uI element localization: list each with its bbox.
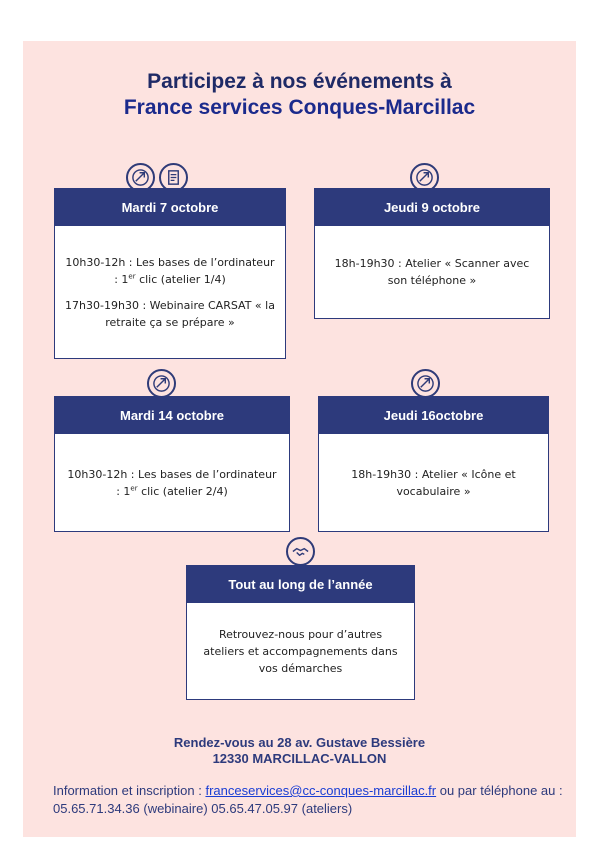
document-icon	[159, 163, 188, 192]
event-heading: Mardi 7 octobre	[54, 188, 286, 226]
contact-info: Information et inscription : franceservi…	[53, 782, 563, 818]
event-description: Retrouvez-nous pour d’autres ateliers et…	[186, 603, 415, 700]
computer-icon	[411, 369, 440, 398]
title-line-2: France services Conques-Marcillac	[123, 96, 476, 119]
event-heading: Mardi 14 octobre	[54, 396, 290, 434]
event-heading: Jeudi 9 octobre	[314, 188, 550, 226]
event-description: 18h-19h30 : Atelier « Icône et vocabulai…	[318, 434, 549, 532]
title-line-1: Participez à nos événements à	[147, 70, 452, 93]
event-line: 18h-19h30 : Atelier « Icône et vocabulai…	[351, 467, 516, 498]
event-card-toute-annee: Tout au long de l’année Retrouvez-nous p…	[186, 565, 415, 700]
event-line: 10h30-12h : Les bases de l’ordinateur : …	[67, 467, 277, 498]
event-description: 10h30-12h : Les bases de l’ordinateur : …	[54, 434, 290, 532]
event-line: 17h30-19h30 : Webinaire CARSAT « la retr…	[65, 298, 275, 329]
event-card-mardi-7: Mardi 7 octobre 10h30-12h : Les bases de…	[54, 188, 286, 359]
handshake-icon	[286, 537, 315, 566]
poster: Participez à nos événements à France ser…	[23, 41, 576, 837]
event-heading: Jeudi 16octobre	[318, 396, 549, 434]
event-card-mardi-14: Mardi 14 octobre 10h30-12h : Les bases d…	[54, 396, 290, 532]
info-prefix: Information et inscription :	[53, 783, 206, 798]
event-line: Retrouvez-nous pour d’autres ateliers et…	[203, 627, 398, 675]
address-block: Rendez-vous au 28 av. Gustave Bessière 1…	[23, 735, 576, 767]
computer-icon	[126, 163, 155, 192]
info-suffix: ou par téléphone au : 05.65.71.34.36 (we…	[53, 783, 563, 816]
computer-icon	[147, 369, 176, 398]
event-line: 10h30-12h : Les bases de l’ordinateur : …	[65, 255, 275, 286]
event-card-jeudi-9: Jeudi 9 octobre 18h-19h30 : Atelier « Sc…	[314, 188, 550, 319]
event-heading: Tout au long de l’année	[186, 565, 415, 603]
event-line: 18h-19h30 : Atelier « Scanner avec son t…	[334, 257, 530, 287]
event-card-jeudi-16: Jeudi 16octobre 18h-19h30 : Atelier « Ic…	[318, 396, 549, 532]
email-link[interactable]: franceservices@cc-conques-marcillac.fr	[205, 783, 437, 798]
address-line-1: Rendez-vous au 28 av. Gustave Bessière	[173, 735, 426, 750]
event-description: 10h30-12h : Les bases de l’ordinateur : …	[54, 226, 286, 359]
event-description: 18h-19h30 : Atelier « Scanner avec son t…	[314, 226, 550, 319]
page-title: Participez à nos événements à France ser…	[23, 69, 576, 121]
address-line-2: 12330 MARCILLAC-VALLON	[212, 751, 387, 766]
